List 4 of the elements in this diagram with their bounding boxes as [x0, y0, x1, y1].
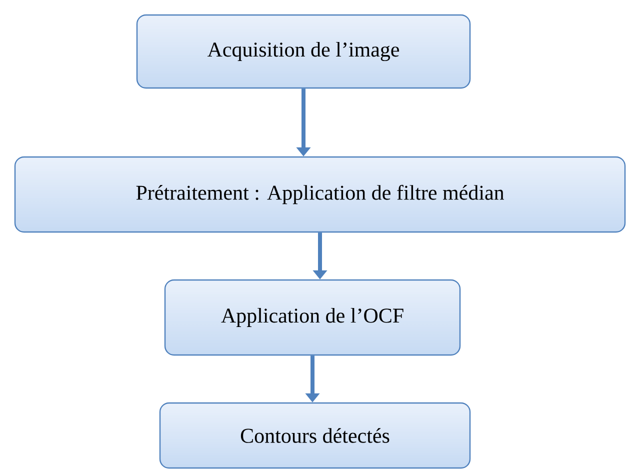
- process-box: Contours détectés: [159, 402, 471, 469]
- process-box: Acquisition de l’image: [136, 14, 471, 89]
- process-box: Application de l’OCF: [164, 279, 461, 356]
- process-box: Prétraitement : Application de filtre médian: [14, 156, 626, 233]
